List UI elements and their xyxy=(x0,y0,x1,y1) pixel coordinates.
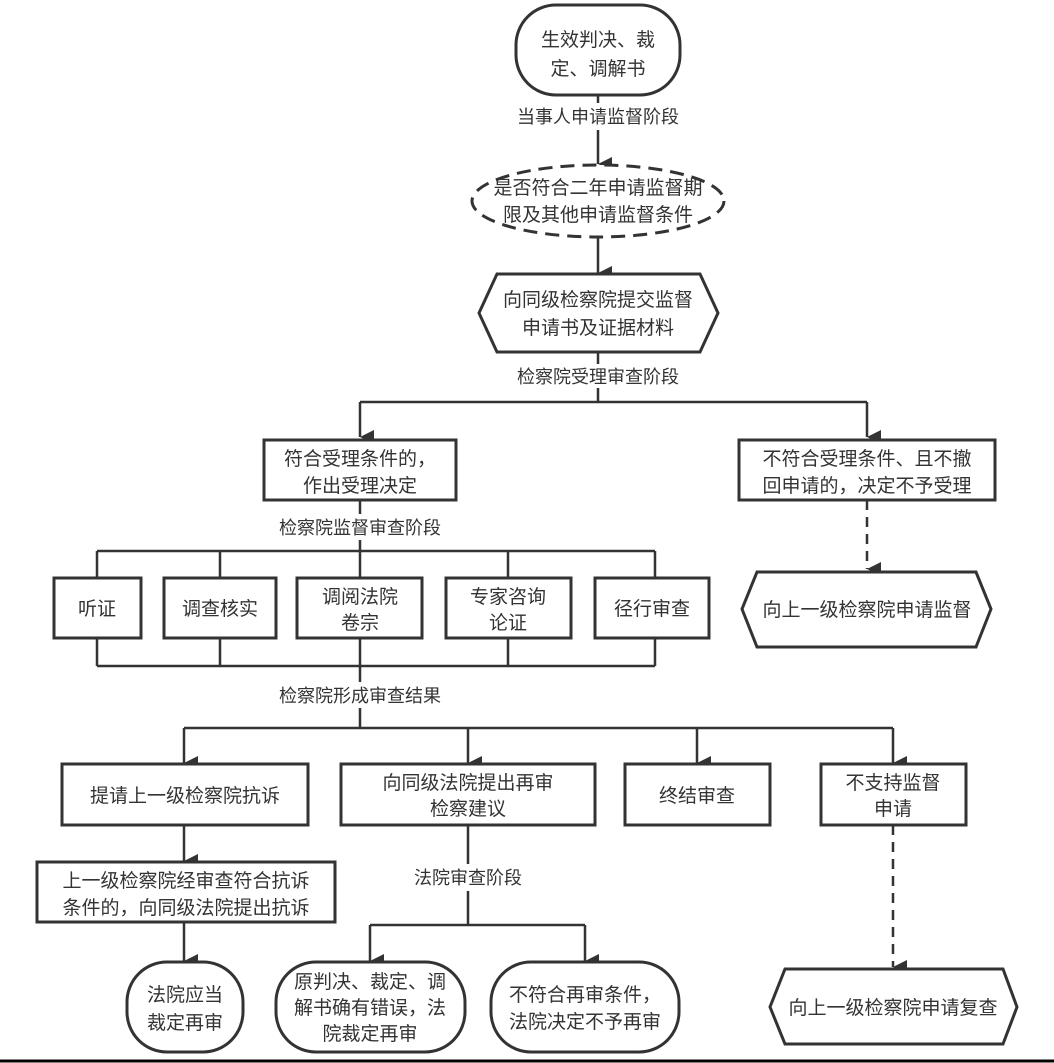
node-review-files-line-2: 卷宗 xyxy=(341,612,379,634)
node-submit: 向同级检察院提交监督 申请书及证据材料 xyxy=(477,272,720,354)
node-terminate-line-1: 终结审查 xyxy=(659,785,735,807)
node-expert: 专家咨询 论证 xyxy=(444,576,573,640)
node-expert-line-1: 专家咨询 xyxy=(470,586,546,608)
node-submit-line-1: 向同级检察院提交监督 xyxy=(503,289,693,311)
node-review-files: 调阅法院 卷宗 xyxy=(295,576,424,640)
node-retrial-suggestion-line-2: 检察建议 xyxy=(430,798,506,820)
node-check-line-1: 是否符合二年申请监督期 xyxy=(493,177,702,199)
node-check-period: 是否符合二年申请监督期 限及其他申请监督条件 xyxy=(470,163,726,239)
node-upper-protest: 上一级检察院经审查符合抗诉 条件的，向同级法院提出抗诉 xyxy=(35,860,337,924)
node-request-protest: 提请上一级检察院抗诉 xyxy=(60,762,310,827)
node-upper-protest-line-1: 上一级检察院经审查符合抗诉 xyxy=(62,870,309,892)
node-expert-line-2: 论证 xyxy=(489,612,527,634)
node-direct-review: 径行审查 xyxy=(593,576,711,640)
node-start: 生效判决、裁 定、调解书 xyxy=(514,3,682,97)
node-investigate: 调查核实 xyxy=(162,576,278,640)
node-upper-protest-line-2: 条件的，向同级法院提出抗诉 xyxy=(62,897,309,919)
stage-label-party-apply: 当事人申请监督阶段 xyxy=(517,107,679,128)
stage-label-accept-review: 检察院受理审查阶段 xyxy=(517,367,679,388)
node-request-protest-line-1: 提请上一级检察院抗诉 xyxy=(90,785,280,807)
node-apply-upper-supervision: 向上一级检察院申请监督 xyxy=(740,570,993,649)
node-not-support: 不支持监督 申请 xyxy=(819,762,968,827)
node-court-retrial-line-2: 裁定再审 xyxy=(147,1012,223,1034)
node-accept-line-1: 符合受理条件的， xyxy=(284,448,436,470)
node-start-line-2: 定、调解书 xyxy=(550,58,645,80)
node-review-files-line-1: 调阅法院 xyxy=(322,586,398,608)
stage-label-review-result: 检察院形成审查结果 xyxy=(279,686,441,707)
node-direct-review-line-1: 径行审查 xyxy=(614,598,690,620)
node-apply-upper-review-line-1: 向上一级检察院申请复查 xyxy=(788,997,997,1019)
node-start-line-1: 生效判决、裁 xyxy=(541,29,655,51)
node-reject-line-1: 不符合受理条件、且不撤 xyxy=(762,448,971,470)
node-not-support-line-1: 不支持监督 xyxy=(845,772,940,794)
node-submit-line-2: 申请书及证据材料 xyxy=(522,317,674,339)
stage-label-court-review: 法院审查阶段 xyxy=(414,868,522,889)
node-error-retrial: 原判决、裁定、调 解书确有错误，法 院裁定再审 xyxy=(274,960,467,1054)
node-apply-upper-review: 向上一级检察院申请复查 xyxy=(768,967,1019,1046)
node-no-retrial: 不符合再审条件， 法院决定不予再审 xyxy=(489,960,681,1054)
node-accept-line-2: 作出受理决定 xyxy=(303,475,417,497)
node-check-line-2: 限及其他申请监督条件 xyxy=(503,204,693,226)
node-court-retrial: 法院应当 裁定再审 xyxy=(125,960,245,1054)
node-not-support-line-2: 申请 xyxy=(874,798,912,820)
node-hearing-line-1: 听证 xyxy=(78,598,116,620)
node-apply-upper-line-1: 向上一级检察院申请监督 xyxy=(762,599,971,621)
node-reject-line-2: 回申请的，决定不予受理 xyxy=(762,475,971,497)
node-investigate-line-1: 调查核实 xyxy=(182,598,258,620)
node-hearing: 听证 xyxy=(52,576,143,640)
node-court-retrial-line-1: 法院应当 xyxy=(147,984,223,1006)
node-terminate: 终结审查 xyxy=(623,762,772,827)
node-retrial-suggestion: 向同级法院提出再审 检察建议 xyxy=(339,762,597,827)
node-error-retrial-line-2: 解书确有错误，法 xyxy=(294,997,446,1019)
stage-label-supervision-review: 检察院监督审查阶段 xyxy=(279,518,441,539)
node-no-retrial-line-2: 法院决定不予再审 xyxy=(509,1011,661,1033)
node-no-retrial-line-1: 不符合再审条件， xyxy=(509,984,661,1006)
connectors xyxy=(95,95,907,974)
node-error-retrial-line-1: 原判决、裁定、调 xyxy=(294,971,446,993)
node-accept: 符合受理条件的， 作出受理决定 xyxy=(262,438,458,502)
node-error-retrial-line-3: 院裁定再审 xyxy=(322,1023,417,1045)
node-reject: 不符合受理条件、且不撤 回申请的，决定不予受理 xyxy=(737,438,997,502)
node-retrial-suggestion-line-1: 向同级法院提出再审 xyxy=(382,772,553,794)
